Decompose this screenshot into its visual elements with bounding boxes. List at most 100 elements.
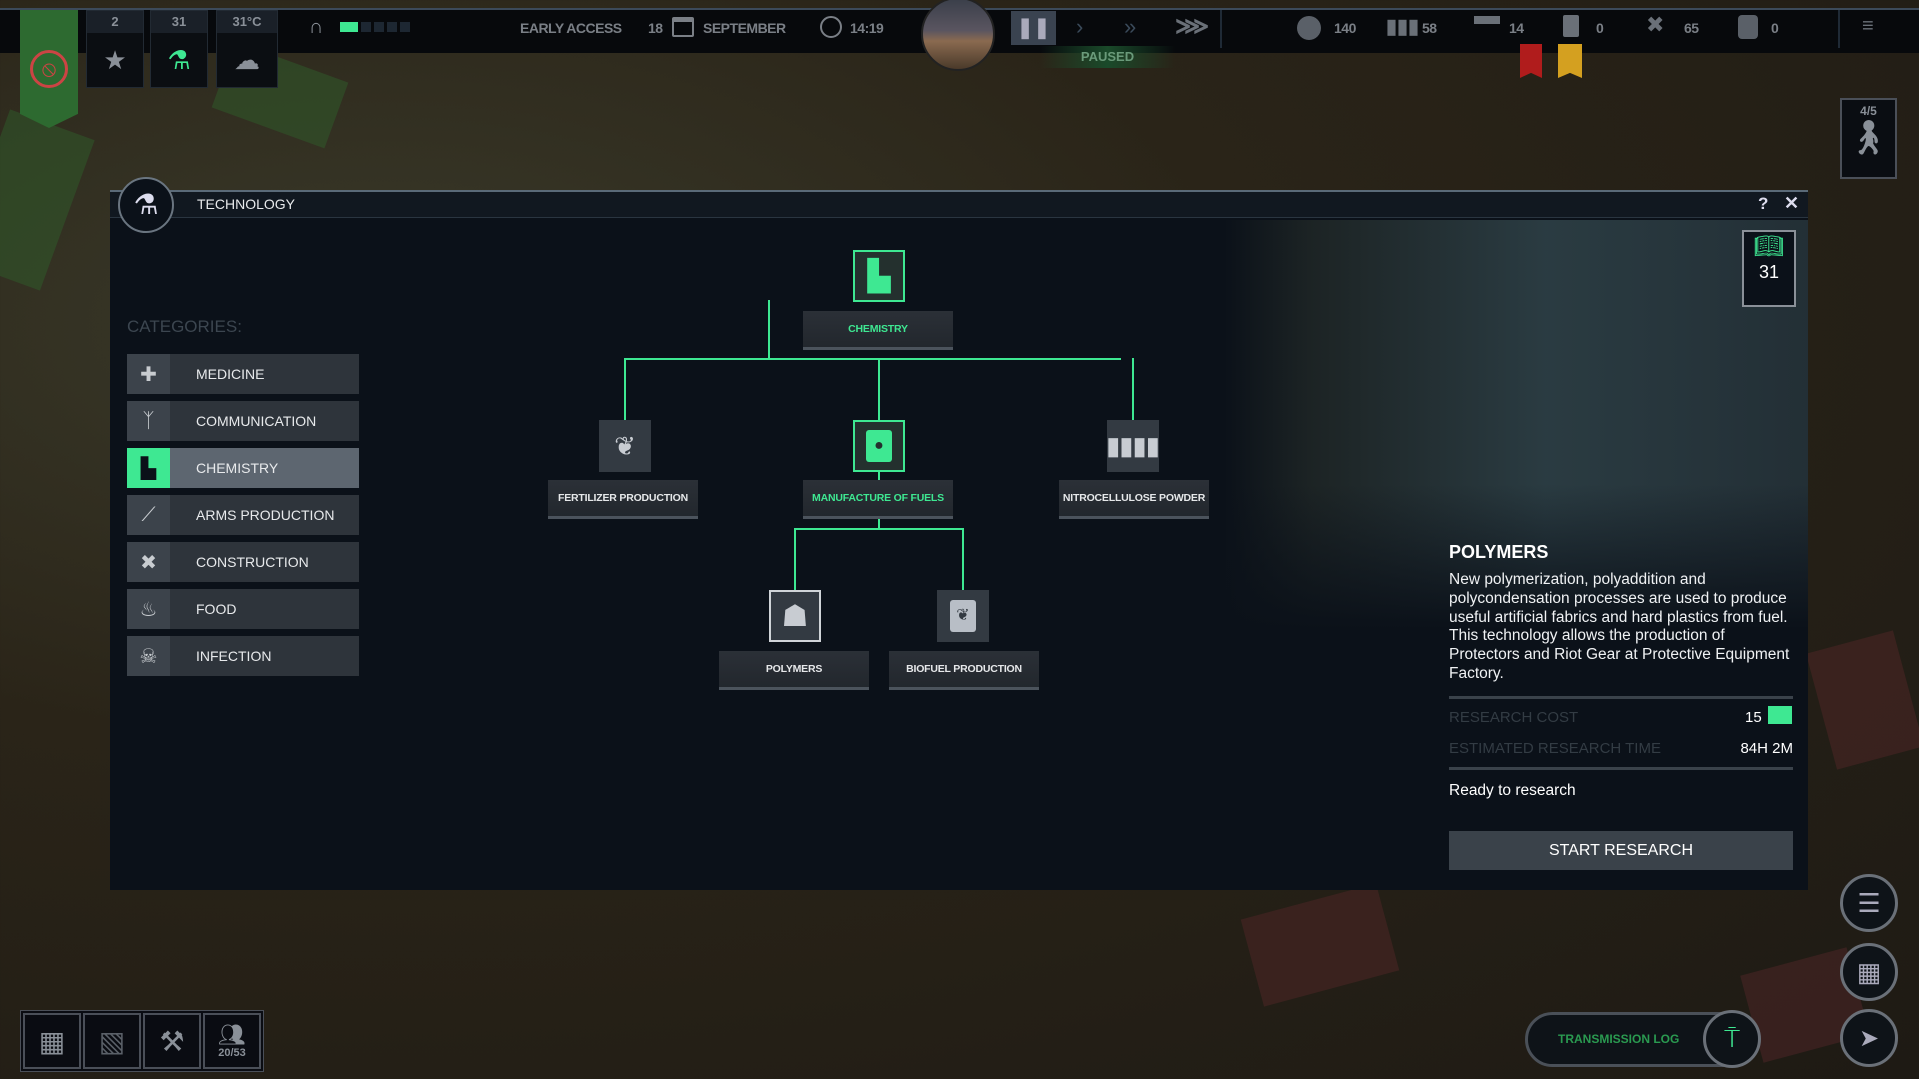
construct-button[interactable]: ▧ [83,1013,141,1069]
technology-panel: ⚗ TECHNOLOGY ? ✕ 📖︎ 31 CATEGORIES: ✚MEDI… [110,177,1808,890]
bowl-icon: ♨ [127,589,170,629]
tech-node-chemistry[interactable]: CHEMISTRY [803,311,953,350]
divider [1449,696,1793,699]
detail-description: New polymerization, polyaddition and pol… [1449,571,1790,682]
tech-node-biofuel-production[interactable]: BIOFUEL PRODUCTION [889,651,1039,690]
research-points-value: 31 [1758,262,1780,282]
compass-button[interactable]: ➤ [1840,1009,1898,1067]
category-construction[interactable]: ✖ CONSTRUCTION [127,542,359,582]
north-arrow-icon: ➤ [1858,1024,1880,1052]
category-label: CONSTRUCTION [196,554,309,570]
category-label: FOOD [196,601,237,617]
tech-node-polymers[interactable]: POLYMERS [719,651,869,690]
fertilizer-bag-icon: ❦ [614,430,636,461]
grid-icon: ▦ [1856,956,1882,987]
fuel-canister-icon: ● [866,430,892,462]
tech-node-fuels-icon[interactable]: ● [853,420,905,472]
divider [1449,767,1793,770]
alert-flag-yellow[interactable] [1558,44,1582,78]
category-medicine[interactable]: ✚MEDICINE [127,354,359,394]
bullets-icon: ▮▮▮▮ [1106,432,1160,460]
population-count: 20/53 [218,1047,246,1059]
layers-button[interactable]: ☰ [1840,874,1898,932]
research-lab-illustration [1224,220,1808,880]
play-speed-1-button[interactable]: › [1076,14,1084,39]
ammo-icon: ▮▮▮ [1386,16,1420,38]
food-ration-icon [1297,16,1321,40]
population-button[interactable]: 👥︎20/53 [203,1013,261,1069]
stat-value: 31 [151,11,207,33]
close-button[interactable]: ✕ [1784,193,1800,213]
headphones-icon: ∩ [309,16,324,38]
stat-weather[interactable]: 31°C ☁ [216,10,278,88]
tree-connector [768,300,770,360]
start-research-button[interactable]: START RESEARCH [1449,831,1793,870]
categories-label: CATEGORIES: [127,317,242,336]
signal-progress-bar [340,22,410,32]
hammer-wrench-icon: ✖ [127,542,170,582]
pause-button[interactable]: ❚❚ [1011,11,1056,45]
tech-node-fertilizer-icon[interactable]: ❦ [599,420,651,472]
factory-icon: ▙ [867,259,891,293]
resource-value: 65 [1684,20,1699,36]
alert-flag-red[interactable] [1520,44,1542,78]
tools-icon: ✖ [1646,12,1665,37]
stat-reputation[interactable]: 2 ★ [86,10,144,88]
riot-gear-icon: ☗ [781,599,809,633]
tech-node-manufacture-of-fuels[interactable]: MANUFACTURE OF FUELS [803,480,953,519]
tech-node-chemistry-icon[interactable]: ▙ [853,250,905,302]
category-label: COMMUNICATION [196,413,317,429]
tree-connector [1132,358,1134,420]
buildings-button[interactable]: ▦ [23,1013,81,1069]
tree-connector [878,358,880,420]
tech-node-polymers-icon[interactable]: ☗ [769,590,821,642]
tree-connector [962,528,964,590]
stat-research[interactable]: 31 ⚗ [150,10,208,88]
day-night-globe [921,0,995,71]
category-communication[interactable]: ᛉ COMMUNICATION [127,401,359,441]
medicine-icon: ✚ [127,354,170,394]
date-month: SEPTEMBER [703,20,786,36]
building-icon: ▦ [38,1025,66,1057]
research-status: Ready to research [1449,782,1576,799]
factory-icon: ▙ [127,448,170,488]
category-infection[interactable]: ☠INFECTION [127,636,359,676]
research-time-value: 84H 2M [1740,740,1793,757]
resource-value: 58 [1422,20,1437,36]
squad-count: 4/5 [1860,104,1877,118]
resource-value: 140 [1334,20,1356,36]
tech-node-biofuel-icon[interactable]: ❦ [937,590,989,642]
people-icon: 👥︎ [218,1022,246,1047]
tech-node-nitrocellulose-powder[interactable]: NITROCELLULOSE POWDER [1059,480,1209,519]
tree-connector [624,358,626,420]
tree-connector [794,528,964,530]
category-chemistry[interactable]: ▙CHEMISTRY [127,448,359,488]
tech-node-fertilizer-production[interactable]: FERTILIZER PRODUCTION [548,480,698,519]
time-label: 14:19 [850,20,884,36]
play-speed-3-button[interactable]: ⋙ [1175,13,1210,40]
play-speed-2-button[interactable]: » [1124,14,1137,39]
tech-node-nitro-icon[interactable]: ▮▮▮▮ [1107,420,1159,472]
early-access-label: EARLY ACCESS [520,20,622,36]
research-cost-label: RESEARCH COST [1449,709,1579,726]
category-arms-production[interactable]: ⟋ARMS PRODUCTION [127,495,359,535]
stat-value: 31°C [217,11,277,33]
research-cost-value: 15 [1745,709,1762,726]
faction-banner[interactable]: ⦸ [20,10,78,128]
help-button[interactable]: ? [1758,194,1769,213]
squad-button[interactable]: 4/5 🚶︎ [1840,98,1897,179]
gather-button[interactable]: ⚒ [143,1013,201,1069]
radio-tower-icon[interactable]: ⍑ [1703,1010,1761,1068]
rifle-icon: ⟋ [127,495,170,535]
grid-button[interactable]: ▦ [1840,943,1898,1001]
research-time-label: ESTIMATED RESEARCH TIME [1449,740,1661,757]
menu-icon[interactable]: ≡ [1862,15,1874,37]
trowel-building-icon: ▧ [98,1025,126,1057]
map-terrain [0,109,95,291]
fuel-icon [1563,15,1579,37]
stat-value: 2 [87,11,143,33]
resource-value: 14 [1509,20,1524,36]
category-food[interactable]: ♨ FOOD [127,589,359,629]
antenna-icon: ᛉ [127,401,170,441]
calendar-icon [672,17,694,37]
